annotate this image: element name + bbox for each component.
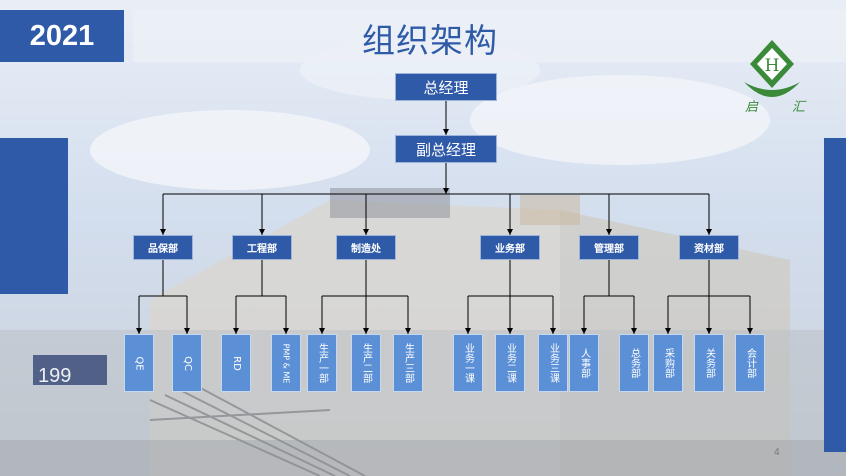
node-unit-rd: RD (221, 334, 251, 392)
node-unit-general-affairs: 总务部 (619, 334, 649, 392)
page-title: 组织架构 (362, 21, 498, 60)
node-unit-customs: 关务部 (694, 334, 724, 392)
unit-label: 业务一课 (462, 343, 474, 383)
unit-label: 业务二课 (504, 343, 516, 383)
node-dept-engineering: 工程部 (232, 235, 292, 260)
node-dept-quality: 品保部 (133, 235, 193, 260)
dept-label: 工程部 (247, 244, 277, 255)
logo-text-right: 汇 (791, 100, 805, 115)
dept-label: 业务部 (495, 244, 525, 255)
node-deputy-general-manager: 副总经理 (395, 135, 497, 163)
node-dept-sales: 业务部 (480, 235, 540, 260)
unit-label: 总务部 (628, 348, 640, 378)
node-unit-sales-3: 业务三课 (538, 334, 568, 392)
company-logo-icon: H (744, 40, 800, 97)
node-unit-pmp-me: PMP & ME (271, 334, 301, 392)
year-text: 2021 (29, 19, 95, 52)
node-dept-management: 管理部 (579, 235, 639, 260)
page-number: 4 (774, 447, 780, 458)
node-unit-qc: QC (172, 334, 202, 392)
unit-label: QC (181, 355, 193, 371)
title-band (133, 10, 846, 62)
node-unit-production-3: 生产三部 (393, 334, 423, 392)
node-unit-qe: QE (124, 334, 154, 392)
node-unit-purchasing: 采购部 (653, 334, 683, 392)
unit-label: 人事部 (578, 348, 590, 378)
node-unit-sales-1: 业务一课 (453, 334, 483, 392)
node-general-manager-label: 总经理 (423, 78, 469, 97)
dept-label: 管理部 (594, 244, 624, 255)
left-side-bar (0, 138, 68, 294)
node-unit-sales-2: 业务二课 (495, 334, 525, 392)
year-badge: 2021 (0, 10, 124, 62)
node-dept-materials: 资材部 (679, 235, 739, 260)
unit-label: 生产一部 (316, 343, 328, 383)
node-unit-hr: 人事部 (569, 334, 599, 392)
node-general-manager: 总经理 (395, 73, 497, 101)
unit-label: RD (230, 355, 242, 371)
node-dept-manufacturing: 制造处 (336, 235, 396, 260)
logo-text-left: 启 (745, 100, 759, 115)
node-unit-production-1: 生产一部 (307, 334, 337, 392)
svg-text:H: H (765, 56, 780, 76)
dept-label: 资材部 (694, 244, 724, 255)
node-unit-production-2: 生产二部 (351, 334, 381, 392)
logo-text: 启 汇 (745, 96, 805, 115)
node-deputy-general-manager-label: 副总经理 (415, 140, 476, 159)
svg-text:199: 199 (38, 365, 71, 387)
unit-label: 生产二部 (360, 343, 372, 383)
dept-label: 品保部 (148, 244, 178, 255)
unit-label: 会计部 (744, 348, 756, 378)
unit-label: 生产三部 (402, 343, 414, 383)
unit-label: PMP & ME (281, 343, 291, 383)
unit-label: 采购部 (662, 348, 674, 378)
dept-label: 制造处 (351, 244, 381, 255)
right-side-bar (824, 138, 846, 452)
unit-label: QE (133, 355, 145, 371)
node-unit-accounting: 会计部 (735, 334, 765, 392)
unit-label: 关务部 (703, 348, 715, 378)
unit-label: 业务三课 (547, 343, 559, 383)
